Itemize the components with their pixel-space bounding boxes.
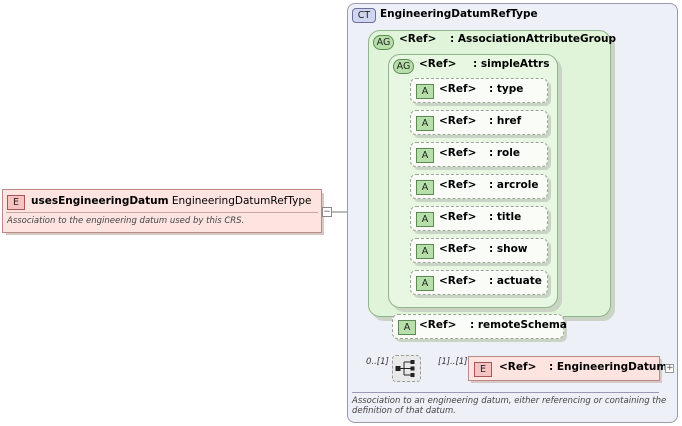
complex-type-documentation: Association to an engineering datum, eit… (352, 396, 667, 416)
root-collapse-toggle[interactable]: − (322, 207, 332, 217)
attribute-ref: <Ref> (439, 115, 477, 127)
attribute-role[interactable]: A <Ref> : role (410, 142, 548, 167)
attribute-name: : title (489, 211, 522, 223)
element-badge: E (7, 195, 25, 210)
child-element-name: : EngineeringDatum (549, 361, 668, 373)
complex-type-badge: CT (352, 8, 376, 23)
attribute-ref: <Ref> (439, 83, 477, 95)
child-element-occurrence: [1]..[1] (438, 357, 468, 367)
attribute-actuate[interactable]: A <Ref> : actuate (410, 270, 548, 295)
attribute-badge: A (416, 84, 434, 99)
attribute-ref: <Ref> (439, 211, 477, 223)
attribute-badge: A (416, 148, 434, 163)
attribute-badge: A (416, 116, 434, 131)
element-badge: E (474, 362, 492, 377)
attribute-name: : remoteSchema (470, 319, 567, 331)
attribute-name: : href (489, 115, 522, 127)
child-element-box[interactable]: E <Ref> : EngineeringDatum (468, 356, 667, 381)
attribute-ref: <Ref> (439, 147, 477, 159)
child-element-ref: <Ref> (499, 361, 537, 373)
attribute-arcrole[interactable]: A <Ref> : arcrole (410, 174, 548, 199)
attribute-name: : show (489, 243, 528, 255)
element-documentation: Association to the engineering datum use… (7, 216, 245, 226)
simple-attrs-name: : simpleAttrs (473, 58, 550, 70)
attribute-remote-schema[interactable]: A <Ref> : remoteSchema (392, 314, 567, 339)
attribute-name: : type (489, 83, 524, 95)
sequence-occurrence: 0..[1] (366, 357, 389, 367)
attribute-badge: A (416, 212, 434, 227)
attribute-title[interactable]: A <Ref> : title (410, 206, 548, 231)
attribute-ref: <Ref> (439, 275, 477, 287)
attribute-group-badge: AG (373, 35, 394, 50)
attribute-group-name: : AssociationAttributeGroup (450, 33, 616, 45)
attribute-badge: A (398, 320, 416, 335)
attribute-name: : arcrole (489, 179, 539, 191)
root-element-box[interactable]: E usesEngineeringDatum : EngineeringDatu… (2, 189, 322, 233)
complex-type-divider (352, 392, 659, 393)
attribute-group-ref: <Ref> (399, 33, 437, 45)
attribute-ref: <Ref> (419, 319, 457, 331)
element-divider (6, 212, 318, 213)
attribute-name: : role (489, 147, 520, 159)
attribute-href[interactable]: A <Ref> : href (410, 110, 548, 135)
simple-attrs-ref: <Ref> (419, 58, 457, 70)
complex-type-name: EngineeringDatumRefType (380, 8, 538, 20)
sequence-icon (395, 360, 415, 377)
element-name: usesEngineeringDatum (31, 195, 169, 207)
element-type: : EngineeringDatumRefType (165, 195, 312, 207)
sequence-compositor[interactable] (392, 355, 421, 382)
attribute-ref: <Ref> (439, 243, 477, 255)
simple-attrs-badge: AG (393, 59, 414, 74)
attribute-ref: <Ref> (439, 179, 477, 191)
child-expand-toggle[interactable]: + (665, 363, 674, 373)
attribute-badge: A (416, 244, 434, 259)
attribute-type[interactable]: A <Ref> : type (410, 78, 548, 103)
attribute-show[interactable]: A <Ref> : show (410, 238, 548, 263)
attribute-badge: A (416, 180, 434, 195)
attribute-badge: A (416, 276, 434, 291)
attribute-name: : actuate (489, 275, 542, 287)
